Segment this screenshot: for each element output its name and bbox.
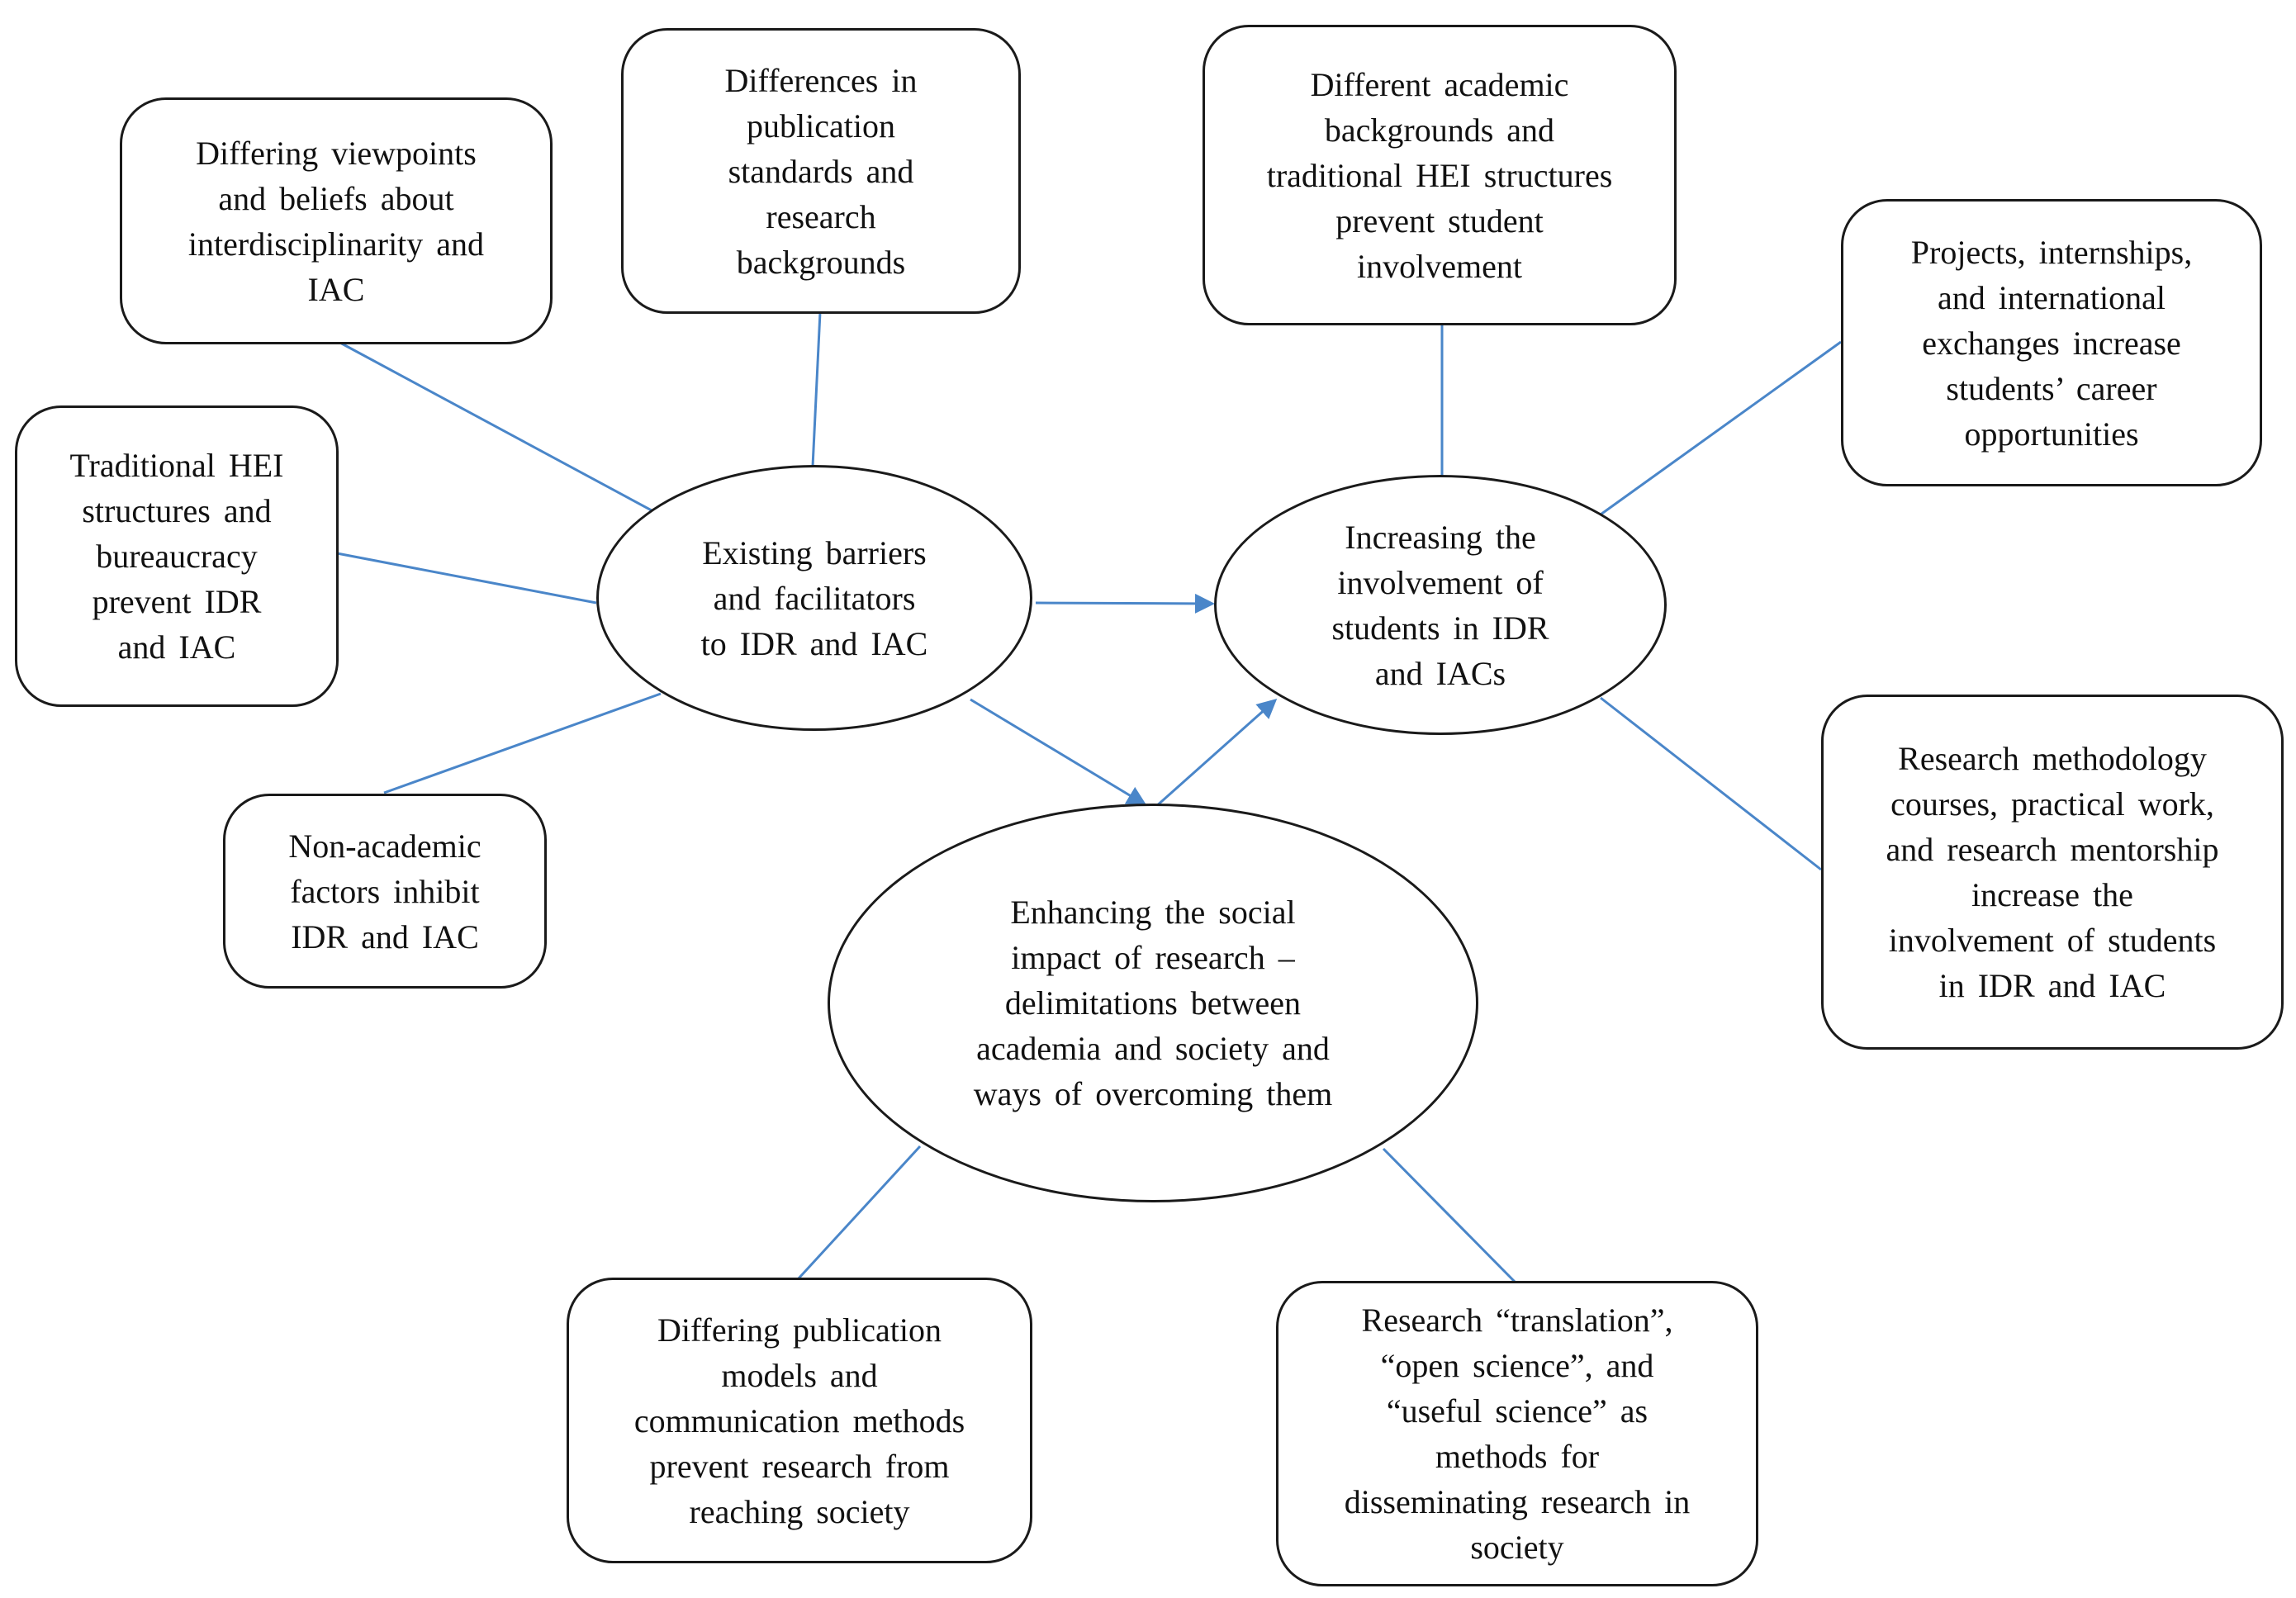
arrow-barriers-to-involvement: [1035, 593, 1215, 614]
box-projects: Projects, internships, and international…: [1841, 199, 2262, 486]
connector-publication-models: [797, 1145, 922, 1280]
box-hei-structures: Traditional HEI structures and bureaucra…: [15, 405, 339, 707]
connector-viewpoints: [338, 340, 662, 517]
box-viewpoints: Differing viewpoints and beliefs about i…: [120, 97, 553, 344]
arrow-barriers-to-impact: [970, 698, 1147, 806]
box-publication-standards-label: Differences in publication standards and…: [724, 61, 918, 281]
hub-involvement-label: Increasing the involvement of students i…: [1331, 518, 1549, 692]
hub-barriers-label: Existing barriers and facilitators to ID…: [700, 533, 928, 662]
arrow-impact-to-involvement: [1154, 699, 1278, 809]
hub-barriers: Existing barriers and facilitators to ID…: [596, 465, 1032, 731]
hub-involvement: Increasing the involvement of students i…: [1214, 475, 1667, 735]
hub-impact: Enhancing the social impact of research …: [828, 804, 1478, 1202]
connector-projects: [1600, 340, 1842, 516]
box-publication-models-label: Differing publication models and communi…: [633, 1311, 965, 1530]
box-projects-label: Projects, internships, and international…: [1910, 233, 2193, 453]
hub-impact-label: Enhancing the social impact of research …: [973, 894, 1333, 1112]
box-methodology: Research methodology courses, practical …: [1821, 695, 2284, 1050]
connector-hei-structures: [336, 552, 597, 605]
box-hei-structures-label: Traditional HEI structures and bureaucra…: [69, 447, 284, 666]
box-translation: Research “translation”, “open science”, …: [1276, 1281, 1758, 1586]
box-non-academic: Non-academic factors inhibit IDR and IAC: [223, 794, 547, 989]
box-academic-backgrounds-label: Different academic backgrounds and tradi…: [1266, 65, 1613, 285]
connector-methodology: [1600, 696, 1822, 871]
box-academic-backgrounds: Different academic backgrounds and tradi…: [1203, 25, 1677, 325]
connector-translation: [1382, 1147, 1516, 1283]
connector-publication-standards: [811, 311, 822, 467]
box-viewpoints-label: Differing viewpoints and beliefs about i…: [187, 134, 485, 308]
box-translation-label: Research “translation”, “open science”, …: [1344, 1302, 1691, 1566]
box-methodology-label: Research methodology courses, practical …: [1886, 740, 2219, 1004]
connector-non-academic: [383, 692, 662, 794]
box-publication-standards: Differences in publication standards and…: [621, 28, 1021, 314]
box-non-academic-label: Non-academic factors inhibit IDR and IAC: [288, 827, 481, 955]
box-publication-models: Differing publication models and communi…: [567, 1278, 1032, 1563]
